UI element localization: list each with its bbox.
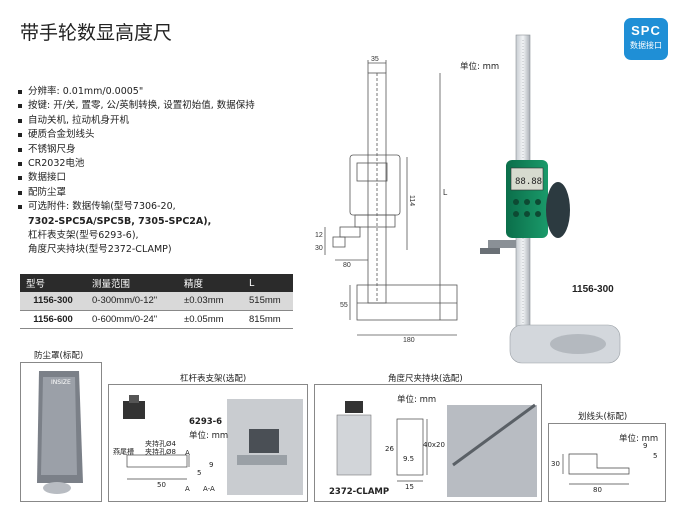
feature-item: 硬质合金划线头 [18, 128, 255, 142]
spec-table: 型号 测量范围 精度 L 1156-300 0-300mm/0-12" ±0.0… [20, 274, 293, 329]
dim-label: 80 [343, 262, 351, 269]
unit-label: 单位: mm [460, 62, 500, 72]
panel-title-scriber: 划线头(标配) [578, 412, 628, 422]
feature-continuation: 7302-SPC5A/SPC5B, 7305-SPC2A), [28, 215, 212, 227]
scriber-unit: 单位: mm [619, 434, 659, 444]
clamp-drawing [336, 401, 537, 497]
lever-section-aa: A-A [203, 485, 215, 493]
feature-item: 不锈钢尺身 [18, 143, 255, 157]
feature-item: 按键: 开/关, 置零, 公/英制转换, 设置初始值, 数据保持 [18, 99, 255, 113]
svg-text:88.88: 88.88 [515, 177, 542, 187]
spc-badge-subtitle: 数据接口 [630, 41, 662, 50]
table-cell: 815mm [243, 310, 293, 329]
scriber-dim-5: 5 [653, 452, 658, 460]
table-cell: 515mm [243, 292, 293, 311]
table-header: L [243, 274, 293, 292]
table-row: 1156-600 0-600mm/0-24" ±0.05mm 815mm [20, 310, 293, 329]
feature-item: 配防尘罩 [18, 186, 255, 200]
lever-dim-50: 50 [157, 481, 166, 489]
spc-badge-title: SPC [631, 23, 661, 38]
panel-title-lever-stand: 杠杆表支架(选配) [180, 374, 247, 384]
table-cell: 1156-600 [20, 310, 86, 329]
scriber-dim-80: 80 [593, 486, 602, 494]
lever-hole-8: 夹持孔Ø8 [145, 448, 176, 456]
lever-code: 6293-6 [189, 417, 223, 427]
scriber-dim-9: 9 [643, 442, 648, 450]
dim-label: 12 [315, 232, 323, 239]
lever-dovetail: 燕尾槽 [113, 448, 134, 456]
dim-label: 55 [340, 302, 348, 309]
clamp-dim-9-5: 9.5 [403, 455, 415, 463]
table-header: 精度 [178, 274, 243, 292]
lever-unit: 单位: mm [189, 431, 229, 441]
feature-continuation: 杠杆表支架(型号6293-6), [28, 230, 139, 242]
clamp-code: 2372-CLAMP [329, 487, 390, 497]
table-cell: 0-600mm/0-24" [86, 310, 178, 329]
table-cell: 0-300mm/0-12" [86, 292, 178, 311]
lever-a2: A [185, 485, 190, 493]
dim-label: L [443, 188, 448, 197]
clamp-panel: 单位: mm 2372-CLAMP 26 9.5 40x20 15 [314, 384, 542, 502]
table-cell: ±0.03mm [178, 292, 243, 311]
scriber-panel: 单位: mm 9 5 30 80 [548, 423, 666, 502]
scriber-dim-30: 30 [551, 460, 560, 468]
feature-item: 分辨率: 0.01mm/0.0005" [18, 85, 255, 99]
dim-label: 35 [371, 56, 379, 63]
dim-label: 180 [403, 337, 415, 344]
dust-cover-image [37, 371, 83, 494]
feature-item: 自动关机, 拉动机身开机 [18, 114, 255, 128]
dim-label: 114 [408, 195, 415, 206]
panel-title-clamp: 角度尺夹持块(选配) [388, 374, 463, 384]
cover-brand: INSIZE [51, 379, 71, 386]
page-title: 带手轮数显高度尺 [20, 22, 173, 44]
feature-continuation: 角度尺夹持块(型号2372-CLAMP) [28, 244, 172, 256]
dust-cover-panel: INSIZE [20, 362, 102, 502]
spc-badge: SPC 数据接口 [624, 18, 668, 60]
clamp-dim-26: 26 [385, 445, 394, 453]
lever-hole-4: 夹持孔Ø4 [145, 440, 176, 448]
lever-stand-drawing [123, 395, 303, 495]
model-label: 1156-300 [572, 284, 614, 295]
feature-item: 数据接口 [18, 171, 255, 185]
feature-item: 可选附件: 数据传输(型号7306-20, [18, 200, 255, 214]
panel-title-dust-cover: 防尘罩(标配) [34, 351, 84, 361]
table-header-row: 型号 测量范围 精度 L [20, 274, 293, 292]
scriber-drawing [562, 453, 630, 485]
clamp-unit: 单位: mm [397, 395, 437, 405]
clamp-dim-15: 15 [405, 483, 414, 491]
table-header: 测量范围 [86, 274, 178, 292]
table-row: 1156-300 0-300mm/0-12" ±0.03mm 515mm [20, 292, 293, 311]
clamp-dim-40x20: 40x20 [423, 441, 445, 449]
dim-label: 30 [315, 245, 323, 252]
feature-list: 分辨率: 0.01mm/0.0005" 按键: 开/关, 置零, 公/英制转换,… [18, 85, 255, 258]
feature-item: CR2032电池 [18, 157, 255, 171]
lever-a1: A [185, 449, 190, 457]
table-cell: 1156-300 [20, 292, 86, 311]
table-header: 型号 [20, 274, 86, 292]
lever-stand-panel: 6293-6 单位: mm 燕尾槽 夹持孔Ø4 夹持孔Ø8 50 9 5 A-A… [108, 384, 308, 502]
lever-dim-5: 5 [197, 469, 202, 477]
technical-drawing: 35 L 114 30 12 80 55 180 [315, 56, 458, 344]
lever-dim-9: 9 [209, 461, 214, 469]
product-photo: 88.88 [480, 34, 621, 364]
table-cell: ±0.05mm [178, 310, 243, 329]
